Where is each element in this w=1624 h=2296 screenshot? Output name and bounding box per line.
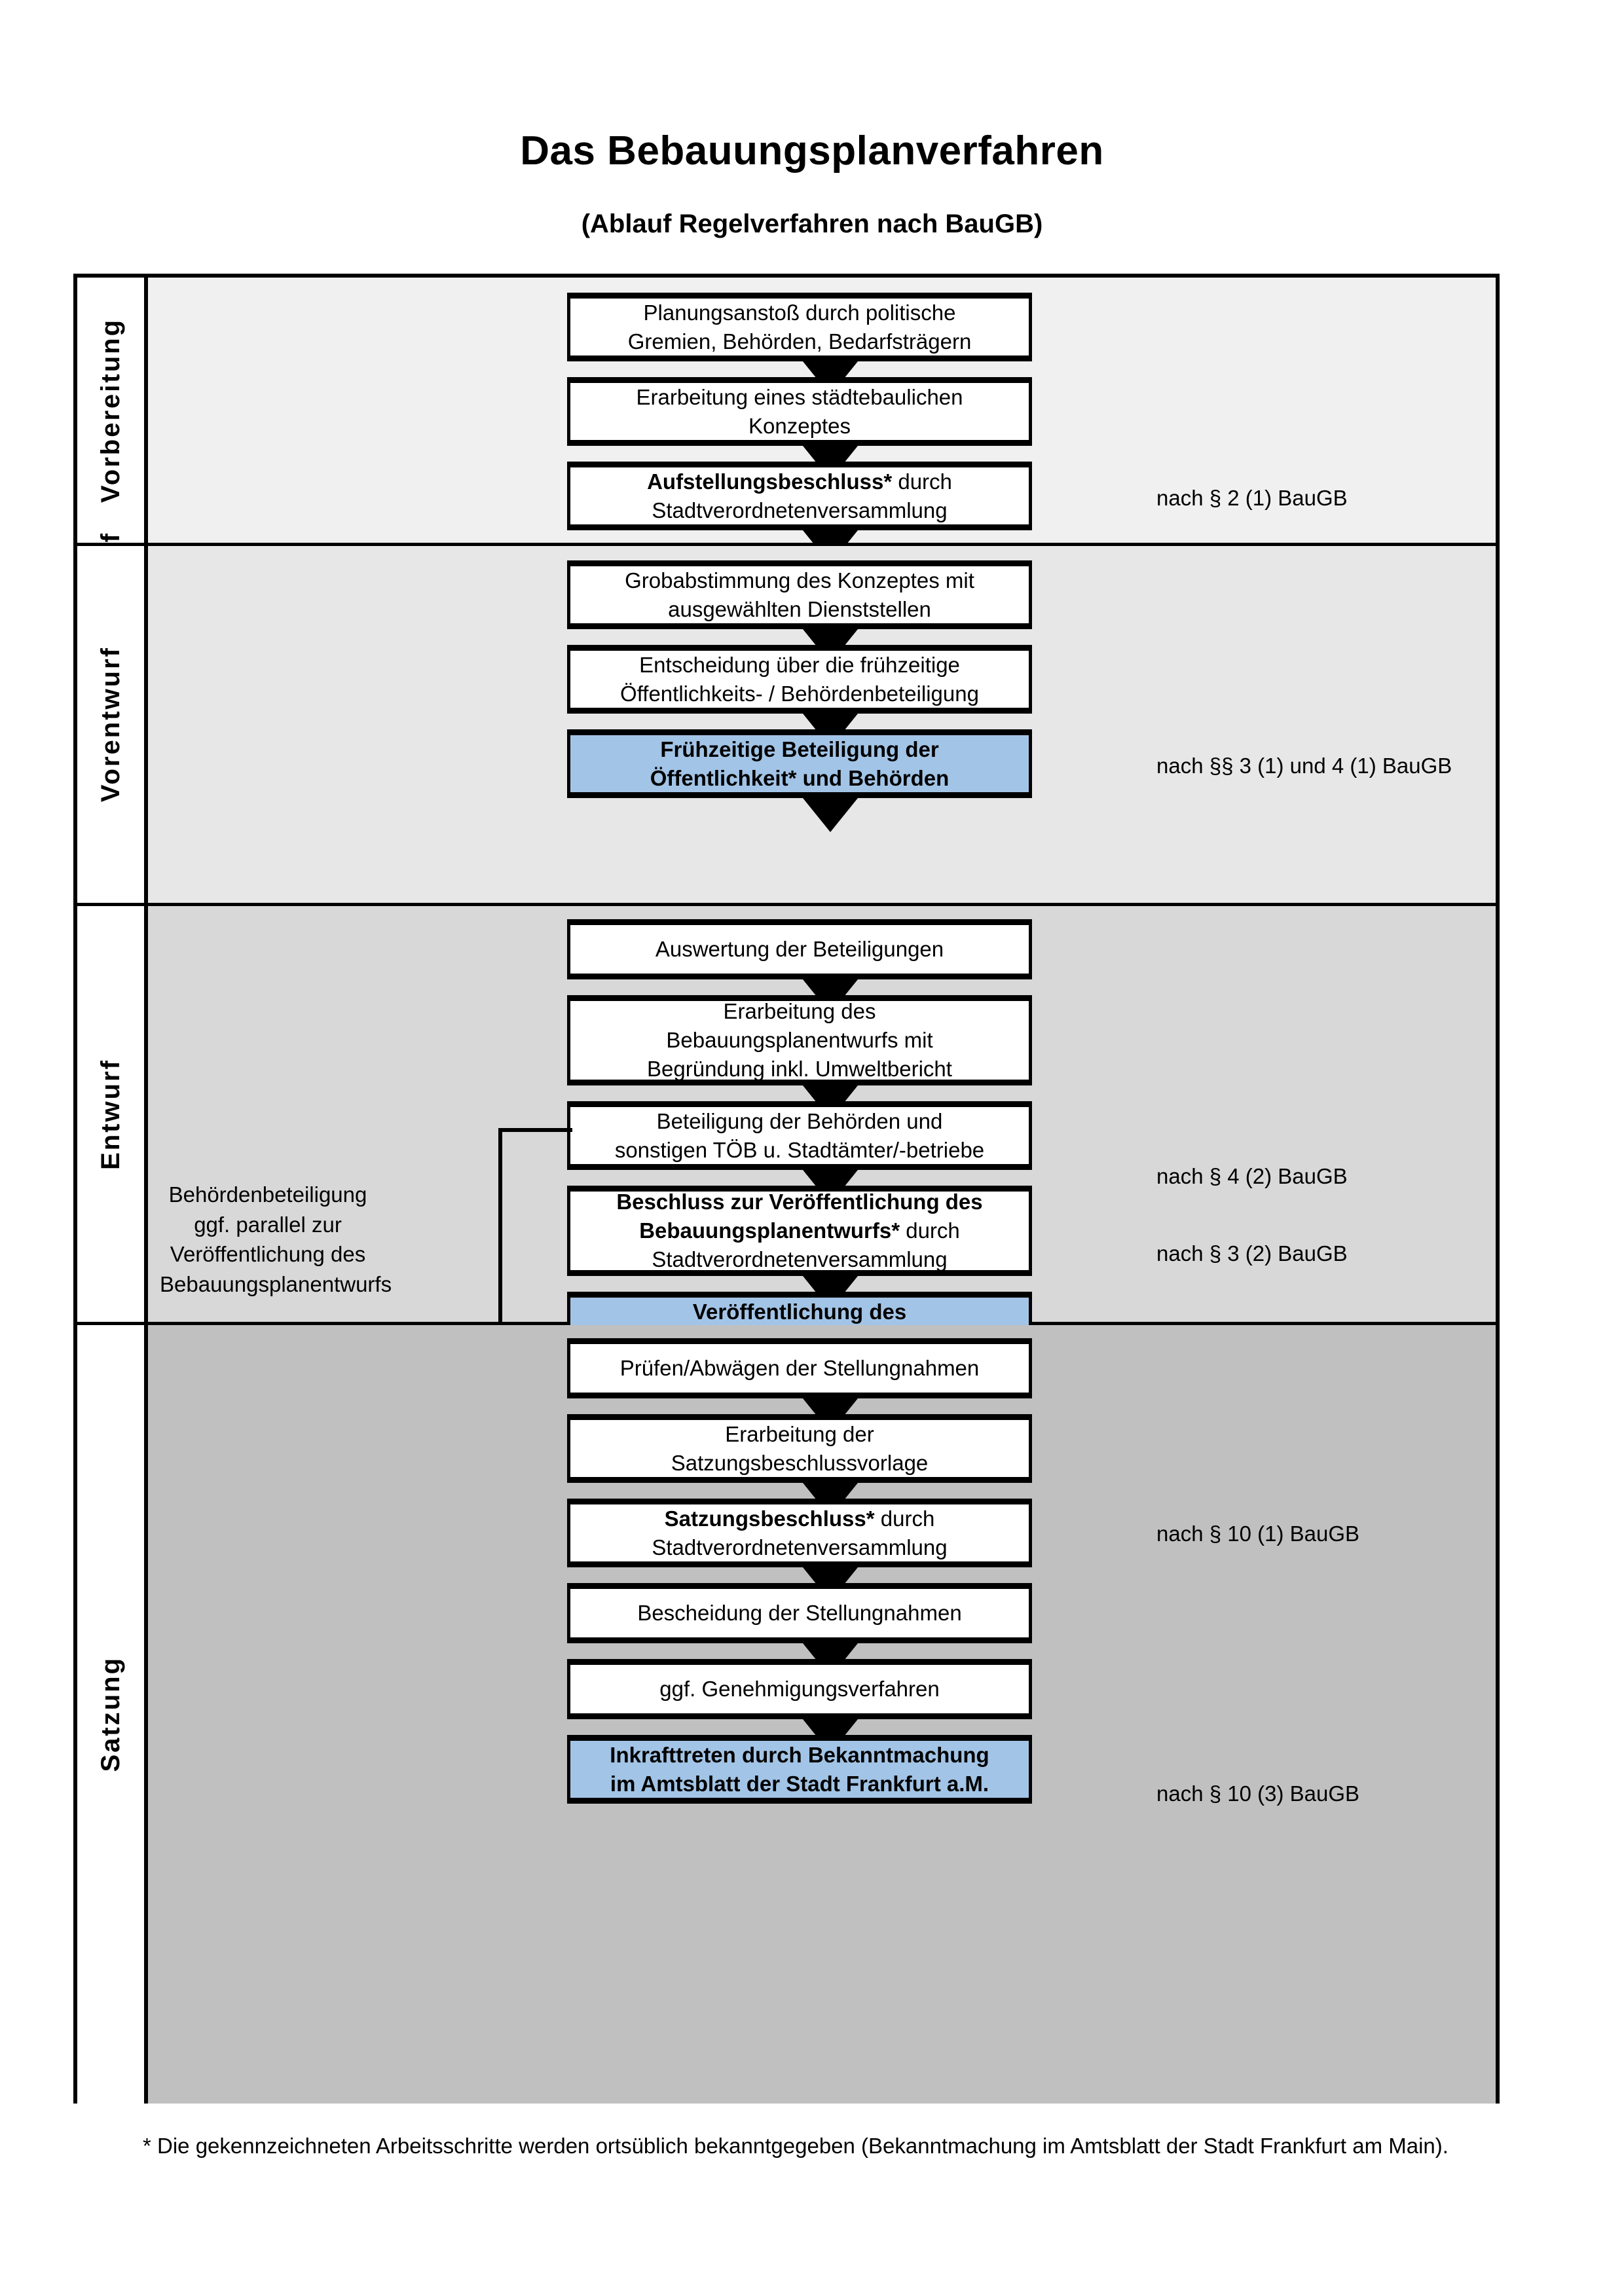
step-auswertung-beteiligungen[interactable]: Auswertung der Beteiligungen — [567, 919, 1032, 979]
step-line: Öffentlichkeits- / Behördenbeteiligung — [620, 681, 979, 706]
legal-note-beschluss-veroeffentlichung: nach § 3 (2) BauGB — [1156, 1241, 1348, 1266]
phase-satzung-body: Prüfen/Abwägen der Stellungnahmen Erarbe… — [148, 1325, 1496, 2104]
phase-label-text: Vorbereitung — [96, 318, 125, 503]
step-erarbeitung-bplanentwurf[interactable]: Erarbeitung des Bebauungsplanentwurfs mi… — [567, 995, 1032, 1085]
step-entscheidung-fruehzeitige-beteiligung[interactable]: Entscheidung über die frühzeitige Öffent… — [567, 645, 1032, 714]
step-line: Öffentlichkeit* und Behörden — [650, 765, 950, 790]
step-line: Stadtverordnetenversammlung — [652, 1535, 948, 1559]
step-bescheidung-stellungnahmen[interactable]: Bescheidung der Stellungnahmen — [567, 1583, 1032, 1643]
parallel-process-note: Behördenbeteiligung ggf. parallel zur Ve… — [160, 1180, 392, 1299]
step-genehmigungsverfahren[interactable]: ggf. Genehmigungsverfahren — [567, 1659, 1032, 1719]
parallel-note-line: Veröffentlichung des — [170, 1242, 366, 1267]
arrow-down-icon — [803, 798, 858, 832]
parallel-note-line: Bebauungsplanentwurfs — [160, 1271, 392, 1296]
step-line: im Amtsblatt der Stadt Frankfurt a.M. — [610, 1771, 989, 1796]
step-beschluss-veroeffentlichung[interactable]: Beschluss zur Veröffentlichung des Bebau… — [567, 1186, 1032, 1276]
step-line-bold: Bebauungsplanentwurfs* — [639, 1218, 900, 1243]
step-inkrafttreten[interactable]: Inkrafttreten durch Bekanntmachung im Am… — [567, 1735, 1032, 1804]
phase-vorbereitung: Planungsanstoß durch politische Gremien,… — [77, 278, 1496, 564]
phase-label-text: Vorentwurf — [96, 646, 125, 803]
step-aufstellungsbeschluss[interactable]: Aufstellungsbeschluss* durch Stadtverord… — [567, 462, 1032, 530]
step-line: Erarbeitung des — [723, 999, 876, 1024]
legal-note-behoerdenbeteiligung: nach § 4 (2) BauGB — [1156, 1164, 1348, 1188]
step-line: Konzeptes — [748, 413, 851, 438]
step-line: durch — [880, 1506, 935, 1531]
step-line: Satzungsbeschlussvorlage — [671, 1450, 929, 1475]
step-line: Auswertung der Beteiligungen — [655, 937, 944, 962]
step-line: ausgewählten Dienststellen — [668, 596, 931, 621]
step-satzungsbeschluss[interactable]: Satzungsbeschluss* durch Stadtverordnete… — [567, 1499, 1032, 1567]
step-line: Entscheidung über die frühzeitige — [639, 652, 960, 677]
step-fruehzeitige-beteiligung[interactable]: Frühzeitige Beteiligung der Öffentlichke… — [567, 729, 1032, 798]
phase-entwurf-body: Auswertung der Beteiligungen Erarbeitung… — [148, 906, 1496, 1394]
step-erarbeitung-satzungsbeschlussvorlage[interactable]: Erarbeitung der Satzungsbeschlussvorlage — [567, 1414, 1032, 1483]
phase-label-satzung: Satzung — [77, 1325, 148, 2104]
step-line: durch — [898, 469, 952, 494]
step-line: Stadtverordnetenversammlung — [652, 498, 948, 522]
phase-label-vorbereitung: Vorbereitung — [77, 278, 148, 543]
step-line: ggf. Genehmigungsverfahren — [659, 1677, 940, 1702]
step-line: Frühzeitige Beteiligung der — [660, 737, 939, 761]
parallel-note-line: ggf. parallel zur — [194, 1212, 342, 1237]
step-line: Bebauungsplanentwurfs mit — [666, 1028, 933, 1053]
step-line-bold: Aufstellungsbeschluss* — [647, 469, 893, 494]
step-grobabstimmung[interactable]: Grobabstimmung des Konzeptes mit ausgewä… — [567, 560, 1032, 629]
step-line-bold: Beschluss zur Veröffentlichung des — [616, 1190, 983, 1214]
phase-label-vorentwurf-2: Vorentwurf — [77, 546, 148, 903]
page-title: Das Bebauungsplanverfahren — [520, 128, 1104, 173]
phase-vorentwurf-cont-body: Grobabstimmung des Konzeptes mit ausgewä… — [148, 546, 1496, 903]
footnote-text: * Die gekennzeichneten Arbeitsschritte w… — [143, 2134, 1449, 2158]
legal-note-fruehzeitige-beteiligung: nach §§ 3 (1) und 4 (1) BauGB — [1156, 754, 1452, 778]
step-line: Erarbeitung eines städtebaulichen — [636, 384, 963, 409]
step-line: Beteiligung der Behörden und — [656, 1108, 943, 1133]
flowchart-frame: Planungsanstoß durch politische Gremien,… — [73, 274, 1500, 2104]
parallel-note-line: Behördenbeteiligung — [168, 1182, 367, 1207]
step-line: Gremien, Behörden, Bedarfsträgern — [627, 329, 972, 354]
step-beteiligung-behoerden-toeb[interactable]: Beteiligung der Behörden und sonstigen T… — [567, 1101, 1032, 1170]
step-line-bold: Satzungsbeschluss* — [664, 1506, 875, 1531]
step-line: Planungsanstoß durch politische — [643, 300, 956, 325]
phase-label-entwurf: Entwurf — [77, 906, 148, 1322]
step-line: Erarbeitung der — [725, 1421, 874, 1446]
step-line: Veröffentlichung des — [692, 1299, 907, 1324]
phase-vorentwurf-cont: Grobabstimmung des Konzeptes mit ausgewä… — [77, 546, 1496, 906]
step-line: Bescheidung der Stellungnahmen — [637, 1601, 962, 1626]
step-line: Stadtverordnetenversammlung — [652, 1247, 948, 1271]
phase-vorbereitung-body: Planungsanstoß durch politische Gremien,… — [148, 278, 1496, 564]
step-planungsanstoss[interactable]: Planungsanstoß durch politische Gremien,… — [567, 293, 1032, 361]
step-pruefen-abwaegen[interactable]: Prüfen/Abwägen der Stellungnahmen — [567, 1338, 1032, 1398]
step-line: durch Bekanntmachung — [742, 1742, 989, 1767]
step-line: sonstigen TÖB u. Stadtämter/-betriebe — [614, 1137, 985, 1162]
phase-label-text: Entwurf — [96, 1058, 125, 1170]
page-subtitle: (Ablauf Regelverfahren nach BauGB) — [581, 210, 1043, 238]
legal-note-aufstellungsbeschluss: nach § 2 (1) BauGB — [1156, 486, 1348, 510]
step-line: Prüfen/Abwägen der Stellungnahmen — [619, 1356, 980, 1381]
phase-label-text: Satzung — [96, 1656, 125, 1772]
step-line-bold: Inkrafttreten — [610, 1742, 736, 1767]
step-staedtebauliches-konzept[interactable]: Erarbeitung eines städtebaulichen Konzep… — [567, 377, 1032, 446]
step-line: Grobabstimmung des Konzeptes mit — [625, 568, 974, 592]
phase-satzung: Prüfen/Abwägen der Stellungnahmen Erarbe… — [77, 1325, 1496, 2104]
phase-entwurf: Auswertung der Beteiligungen Erarbeitung… — [77, 906, 1496, 1394]
legal-note-satzungsbeschluss: nach § 10 (1) BauGB — [1156, 1522, 1360, 1546]
step-line: Begründung inkl. Umweltbericht — [647, 1056, 952, 1081]
legal-note-inkrafttreten: nach § 10 (3) BauGB — [1156, 1781, 1360, 1806]
